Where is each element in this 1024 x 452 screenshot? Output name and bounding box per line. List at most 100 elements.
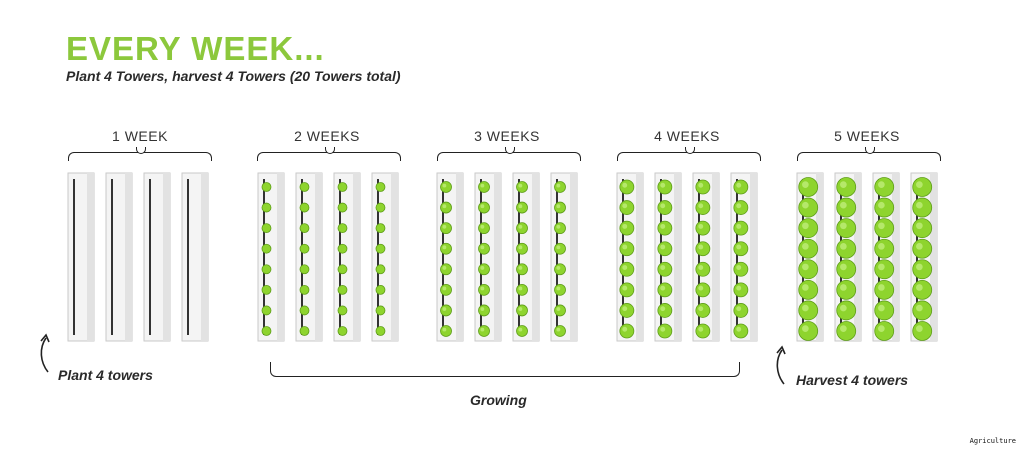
- plant-leaf-highlight: [916, 325, 923, 332]
- plant-leaf-highlight: [518, 265, 523, 270]
- tower-side: [570, 173, 577, 341]
- plant-icon: [299, 202, 310, 213]
- plant-leaf-highlight: [480, 307, 485, 311]
- plant-leaf-highlight: [698, 203, 704, 209]
- plant-leaf-highlight: [840, 201, 847, 209]
- plant-leaf-highlight: [622, 223, 628, 229]
- plant-icon: [798, 259, 819, 280]
- tower-side: [892, 173, 899, 341]
- plant-icon: [375, 202, 386, 213]
- plant-icon: [554, 242, 566, 255]
- plant-icon: [657, 282, 673, 298]
- plant-icon: [299, 243, 310, 254]
- tower-side: [125, 173, 132, 341]
- plant-leaf-highlight: [442, 183, 447, 188]
- plant-icon: [337, 243, 348, 254]
- plant-icon: [261, 305, 272, 316]
- plant-leaf-highlight: [698, 285, 704, 291]
- week-bracket-1: [68, 147, 212, 161]
- plant-icon: [619, 261, 635, 277]
- plant-icon: [619, 241, 635, 257]
- plant-icon: [554, 304, 566, 317]
- plant-icon: [798, 238, 819, 259]
- plant-leaf-highlight: [840, 181, 847, 188]
- plant-leaf-highlight: [660, 265, 666, 270]
- plant-leaf-highlight: [442, 245, 447, 250]
- plant-icon: [554, 263, 566, 276]
- plant-icon: [798, 218, 819, 239]
- plant-leaf-highlight: [556, 307, 561, 311]
- plant-leaf-highlight: [840, 304, 847, 312]
- plant-icon: [912, 300, 933, 321]
- plant-icon: [733, 220, 749, 236]
- plant-icon: [375, 305, 386, 316]
- plant-leaf-highlight: [840, 243, 847, 250]
- plant-leaf-highlight: [556, 245, 561, 250]
- plant-leaf-highlight: [736, 306, 742, 312]
- plant-icon: [440, 242, 452, 255]
- plant-leaf-highlight: [480, 183, 485, 188]
- plant-icon: [554, 325, 566, 337]
- plant-icon: [874, 300, 895, 321]
- plant-icon: [516, 181, 528, 193]
- plant-icon: [554, 181, 566, 193]
- plant-leaf-highlight: [480, 245, 485, 250]
- week-label-5: 5 WEEKS: [834, 128, 900, 144]
- plant-icon: [337, 284, 348, 295]
- plant-icon: [440, 181, 452, 193]
- tower-side: [163, 173, 170, 341]
- plant-icon: [440, 283, 452, 296]
- plant-leaf-highlight: [622, 203, 628, 209]
- plant-leaf-highlight: [556, 224, 561, 229]
- plant-icon: [733, 200, 749, 215]
- plant-icon: [299, 182, 310, 192]
- plant-icon: [261, 243, 272, 254]
- week-bracket-2: [257, 147, 401, 161]
- tower-side: [201, 173, 208, 341]
- plant-icon: [798, 321, 819, 341]
- plant-icon: [836, 321, 857, 341]
- plant-leaf-highlight: [622, 265, 628, 270]
- plant-leaf-highlight: [442, 286, 447, 291]
- plant-leaf-highlight: [660, 203, 666, 209]
- plant-icon: [478, 263, 490, 276]
- plant-icon: [375, 243, 386, 254]
- plant-icon: [657, 323, 673, 339]
- plant-icon: [337, 223, 348, 234]
- plant-icon: [836, 218, 857, 239]
- plant-icon: [261, 284, 272, 295]
- plant-icon: [440, 325, 452, 337]
- plant-icon: [554, 283, 566, 296]
- plant-leaf-highlight: [622, 182, 628, 188]
- plant-leaf-highlight: [802, 201, 809, 209]
- plant-icon: [299, 305, 310, 316]
- week-label-4: 4 WEEKS: [654, 128, 720, 144]
- plant-leaf-highlight: [518, 307, 523, 311]
- week-bracket-3: [437, 147, 581, 161]
- plant-icon: [375, 182, 386, 192]
- plant-icon: [798, 197, 819, 218]
- plant-leaf-highlight: [622, 326, 628, 332]
- plant-leaf-highlight: [518, 224, 523, 229]
- plant-icon: [478, 325, 490, 337]
- plant-icon: [619, 200, 635, 215]
- plant-leaf-highlight: [878, 222, 885, 230]
- plant-leaf-highlight: [840, 284, 847, 291]
- plant-icon: [516, 263, 528, 276]
- plant-leaf-highlight: [698, 182, 704, 188]
- tower-side: [87, 173, 94, 341]
- plant-leaf-highlight: [556, 204, 561, 209]
- plant-leaf-highlight: [736, 182, 742, 188]
- plant-leaf-highlight: [442, 204, 447, 209]
- plant-icon: [478, 201, 490, 214]
- plant-leaf-highlight: [878, 263, 885, 271]
- plant-icon: [912, 238, 933, 259]
- plant-icon: [695, 282, 711, 298]
- plant-leaf-highlight: [840, 325, 847, 332]
- plant-leaf-highlight: [622, 244, 628, 250]
- image-caption: Agriculture: [969, 437, 1016, 445]
- plant-icon: [337, 305, 348, 316]
- plant-leaf-highlight: [480, 224, 485, 229]
- plant-leaf-highlight: [556, 286, 561, 291]
- plant-note: Plant 4 towers: [58, 367, 153, 383]
